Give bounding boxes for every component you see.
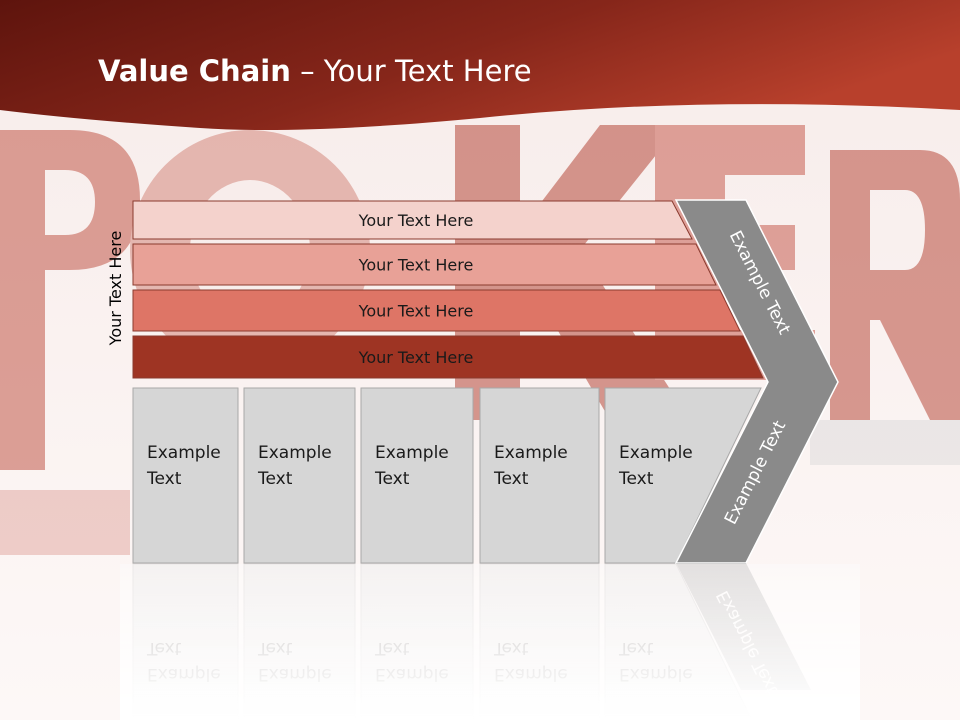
column-1-line1: Example [147,443,221,463]
column-4-line2: Text [493,469,529,489]
side-label: Your Text Here [106,231,125,347]
column-box-1 [132,387,239,564]
page-title: Value Chain – Your Text Here [98,54,532,88]
band-label-3: Your Text Here [358,302,474,321]
band-label-4: Your Text Here [358,348,474,367]
band-label-1: Your Text Here [358,211,474,230]
band-4 [132,335,764,379]
reflection-fade [120,564,860,720]
column-2-line2: Text [257,469,293,489]
band-label-2: Your Text Here [358,256,474,275]
column-box-2 [243,387,356,564]
title-bold: Value Chain [98,54,291,88]
band-2 [132,243,717,286]
header-banner [0,0,960,131]
column-4-line1: Example [494,443,568,463]
band-3 [132,289,741,332]
band-1 [132,200,693,240]
column-box-3 [360,387,474,564]
column-1-line2: Text [146,469,182,489]
column-3-line2: Text [374,469,410,489]
column-5-line1: Example [619,443,693,463]
column-box-4 [479,387,600,564]
column-3-line1: Example [375,443,449,463]
column-2-line1: Example [258,443,332,463]
column-5-line2: Text [618,469,654,489]
title-rest: – Your Text Here [290,54,532,88]
